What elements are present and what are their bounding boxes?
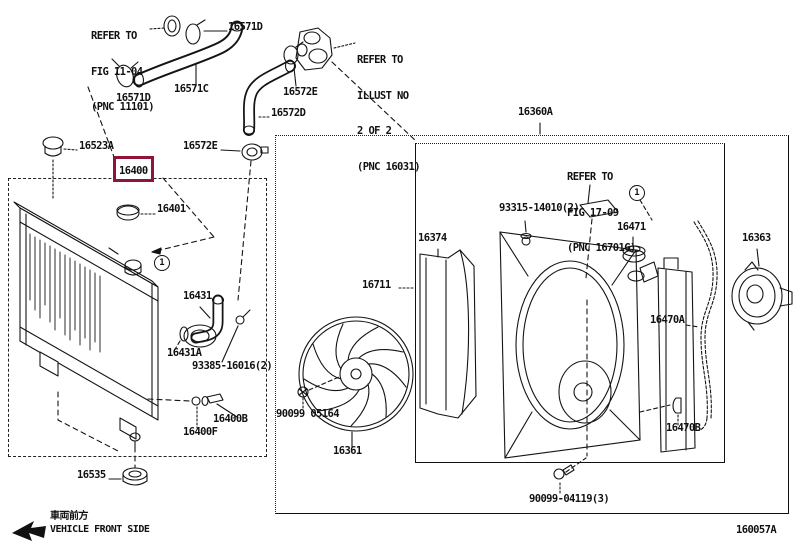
fan-shroud-drawing [499,231,641,459]
part-label-16523a: 16523A [79,140,114,152]
hose-16571c-drawing [132,20,244,88]
panel-16374-drawing [419,248,477,419]
fan-motor-16363-drawing [731,248,793,331]
part-label-16374: 16374 [418,232,447,244]
part-label-16400f: 16400F [183,426,218,438]
part-label-16431: 16431 [183,290,212,302]
part-label-16572e-top: 16572E [283,86,318,98]
callout-1-radiator: 1 [154,255,170,271]
note-refer-fig-11-04: REFER TO FIG 11-04 (PNC 11101) [91,30,155,114]
water-inlet-housing-drawing [295,27,417,142]
leader-16400-lower [151,177,215,255]
vehicle-front-arrow-icon [12,521,46,541]
part-label-90099-04119: 90099-04119(3) [529,493,610,505]
leader-callout-1b [639,199,653,221]
vehicle-front-jp: 車両前方 [50,511,89,522]
drain-plug-drawing [147,393,238,429]
part-label-16361: 16361 [333,445,362,457]
part-label-16470a: 16470A [650,314,685,326]
part-label-16571c: 16571C [174,83,209,95]
part-label-16470b: 16470B [666,422,701,434]
vehicle-front-en: VEHICLE FRONT SIDE [50,523,150,535]
radiator-drawing [13,201,159,469]
part-label-16471: 16471 [617,221,646,233]
screw-90099-05164-drawing [297,376,340,411]
callout-1-radiator-text: 1 [159,258,165,268]
part-label-16363: 16363 [742,232,771,244]
radiator-cap-16401-drawing [116,204,156,221]
clamp-16572e-mid-drawing [220,143,269,301]
part-label-16711: 16711 [362,279,391,291]
callout-1-shroud: 1 [629,185,645,201]
figure-doc-number: 160057A [736,524,777,536]
part-label-16572d: 16572D [271,107,306,119]
clamp-16572e-top-drawing [283,41,304,87]
cap-16523a-drawing [42,136,78,201]
vehicle-front-marker: 車両前方 VEHICLE FRONT SIDE [50,511,150,536]
bolt-93385-drawing [221,309,251,363]
part-label-16401: 16401 [157,203,186,215]
fan-assembly-outer-box [275,135,789,514]
bolt-90099-04119-drawing [553,299,588,495]
leader-16400-upper [87,86,115,158]
bracket-plate-refer-17-09-drawing [579,184,619,279]
clamp-drawing-refer-11-04 [149,15,181,37]
part-label-16535: 16535 [77,469,106,481]
clamp-16571d-top-drawing [185,19,228,45]
radiator-core-fins [29,233,101,353]
hose-16470a-drawing [685,220,718,432]
part-label-16360a: 16360A [518,106,553,118]
part-label-16572e-mid: 16572E [183,140,218,152]
note-refer-illust-2of2: REFER TO ILLUST NO 2 OF 2 (PNC 16031) [357,54,421,173]
note-refer-fig-17-09: REFER TO FIG 17-09 (PNC 16701G) [567,171,636,255]
grommet-16535-drawing [108,467,148,486]
part-label-93315: 93315-14010(2) [499,202,580,214]
part-label-16571d-top: 16571D [228,21,263,33]
cap-16471-drawing [622,236,646,263]
part-label-90099-05164: 90099 05164 [276,408,340,420]
part-label-93385: 93385-16016(2) [192,360,273,372]
shroud-assembly-box [415,143,725,463]
highlighted-part-box-16400: 16400 [113,156,154,182]
clamp-16571d-left-drawing [111,58,139,88]
hose-16572d-drawing [242,59,296,136]
hose-16470b-drawing [639,397,682,427]
oring-16431a-drawing [179,326,189,342]
callout-1-shroud-text: 1 [634,188,640,198]
part-label-16431a: 16431A [167,347,202,359]
screw-93315-drawing [520,220,532,246]
part-label-16400b: 16400B [213,413,248,425]
outlet-pipe-16431-drawing [173,294,251,363]
part-label-16571d-left: 16571D [116,92,151,104]
part-label-16400: 16400 [119,165,148,177]
